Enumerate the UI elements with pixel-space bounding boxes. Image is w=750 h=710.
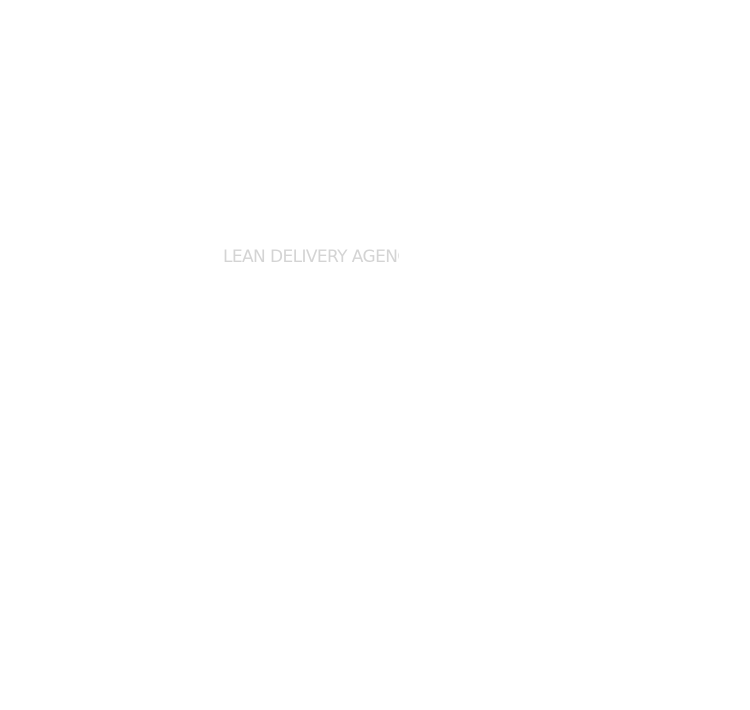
company-name-heading: LEAN DELIVERY AGENCY [223, 247, 399, 267]
